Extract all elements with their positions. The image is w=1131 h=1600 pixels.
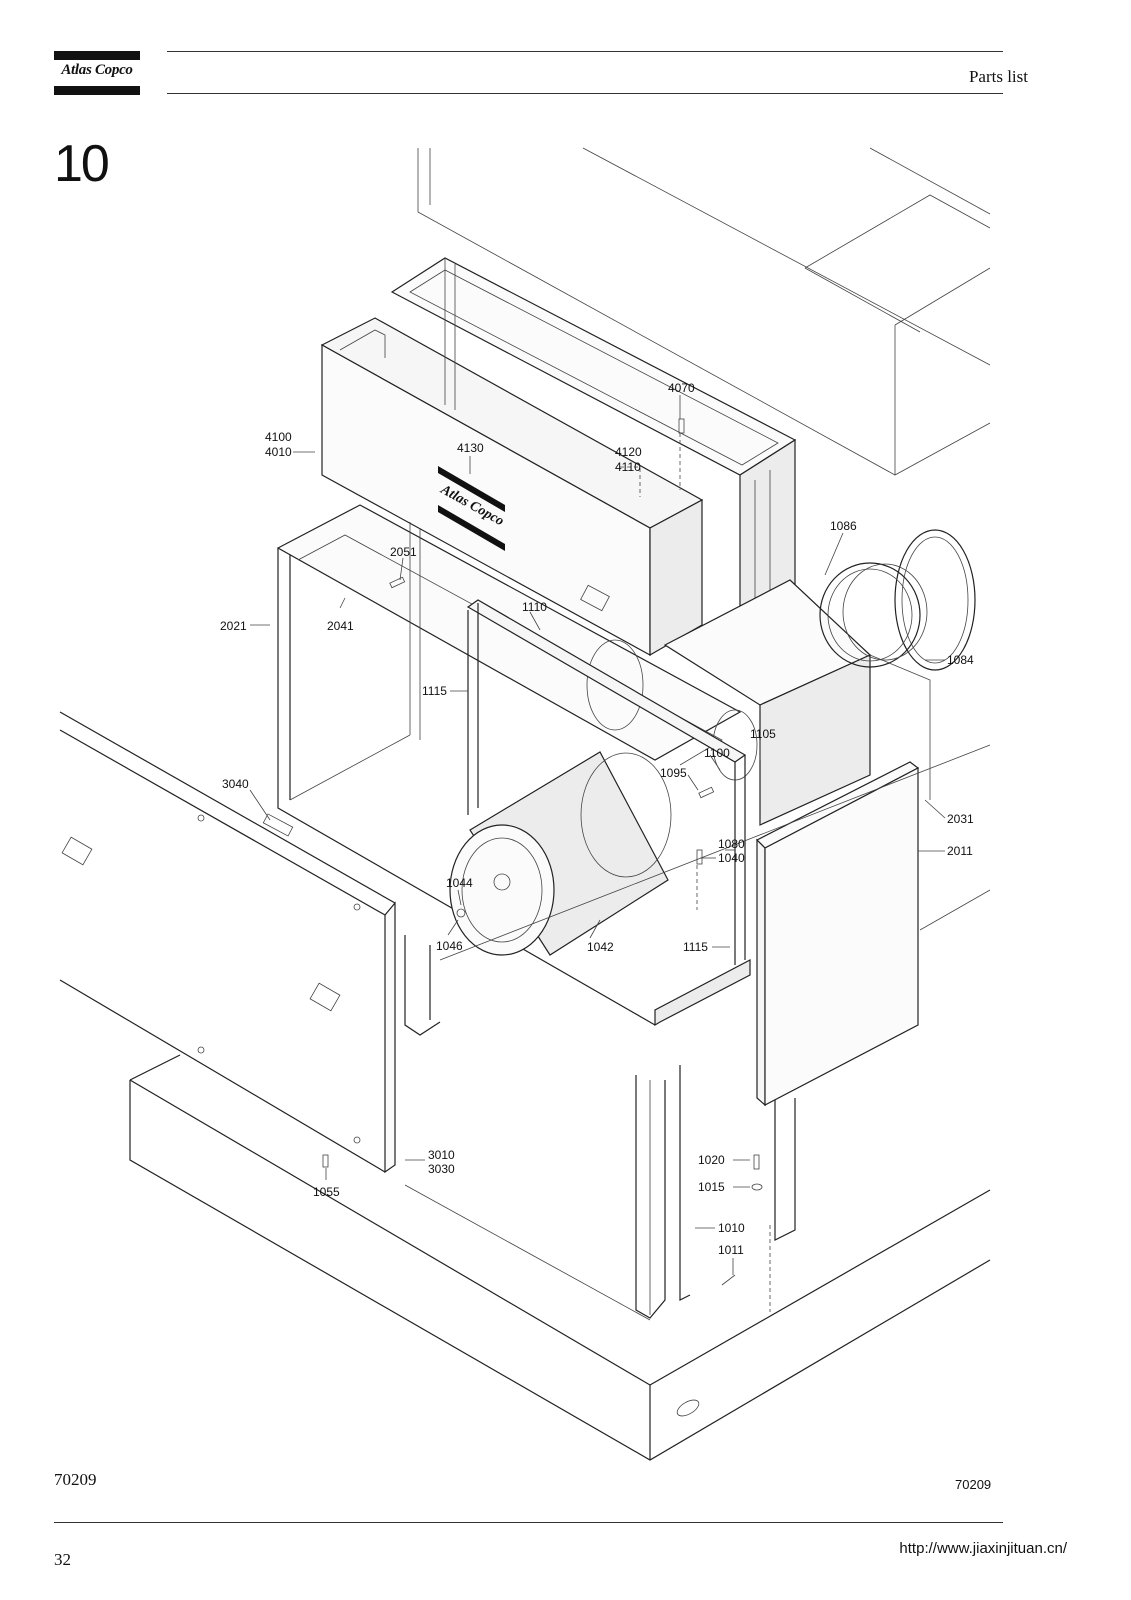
leader-lines (249, 395, 946, 1275)
label-2041: 2041 (327, 619, 354, 633)
side-panel-left (59, 711, 396, 1174)
atlas-copco-logo: Atlas Copco (54, 51, 140, 95)
label-4130: 4130 (457, 441, 484, 455)
logo-bottom-bar (54, 86, 140, 95)
label-3040: 3040 (222, 777, 249, 791)
label-1040: 1040 (718, 851, 745, 865)
fasteners (322, 418, 771, 1312)
page-number: 32 (54, 1550, 71, 1569)
part-labels: 4070 4100 4010 4130 4120 4110 1086 2051 … (220, 381, 974, 1257)
label-4120: 4120 (615, 445, 642, 459)
header-rule-bottom (167, 93, 1003, 94)
label-1086: 1086 (830, 519, 857, 533)
fan-chamber (586, 579, 931, 826)
upper-housing (417, 147, 991, 476)
label-2011: 2011 (947, 844, 973, 858)
air-filter-1042 (449, 751, 672, 956)
label-1115-upper: 1115 (422, 684, 447, 698)
label-1080: 1080 (718, 837, 745, 851)
label-2031: 2031 (947, 812, 974, 826)
label-1095: 1095 (660, 766, 687, 780)
ring-1086 (819, 529, 976, 671)
top-duct-frame (390, 257, 797, 627)
drawing-reference-left: 70209 (54, 1470, 97, 1489)
label-3010: 3010 (428, 1148, 455, 1162)
label-4070: 4070 (668, 381, 695, 395)
label-1084: 1084 (947, 653, 974, 667)
section-number: 10 (54, 135, 110, 193)
label-1110: 1110 (522, 600, 547, 614)
label-1115-lower: 1115 (683, 940, 708, 954)
website-url: http://www.jiaxinjituan.cn/ (899, 1540, 1067, 1557)
label-1011: 1011 (718, 1243, 744, 1257)
label-1044: 1044 (446, 876, 473, 890)
logo-top-bar (54, 51, 140, 60)
page-header-title: Parts list (968, 67, 1028, 86)
label-4100: 4100 (265, 430, 292, 444)
label-1046: 1046 (436, 939, 463, 953)
footer-rule (54, 1522, 1003, 1523)
label-1015: 1015 (698, 1180, 725, 1194)
label-1055: 1055 (313, 1185, 340, 1199)
label-1105: 1105 (750, 727, 776, 741)
label-1010: 1010 (718, 1221, 745, 1235)
logo-wordmark: Atlas Copco (61, 62, 133, 78)
label-1100: 1100 (704, 746, 730, 760)
label-1042: 1042 (587, 940, 614, 954)
label-3030: 3030 (428, 1162, 455, 1176)
label-1020: 1020 (698, 1153, 725, 1167)
header-rule-top (167, 51, 1003, 52)
label-2051: 2051 (390, 545, 417, 559)
label-2021: 2021 (220, 619, 247, 633)
bar-1110 (466, 599, 747, 965)
base-frame (129, 744, 991, 1461)
drawing-reference-right: 70209 (955, 1477, 992, 1492)
label-4010: 4010 (265, 445, 292, 459)
label-4110: 4110 (615, 460, 641, 474)
